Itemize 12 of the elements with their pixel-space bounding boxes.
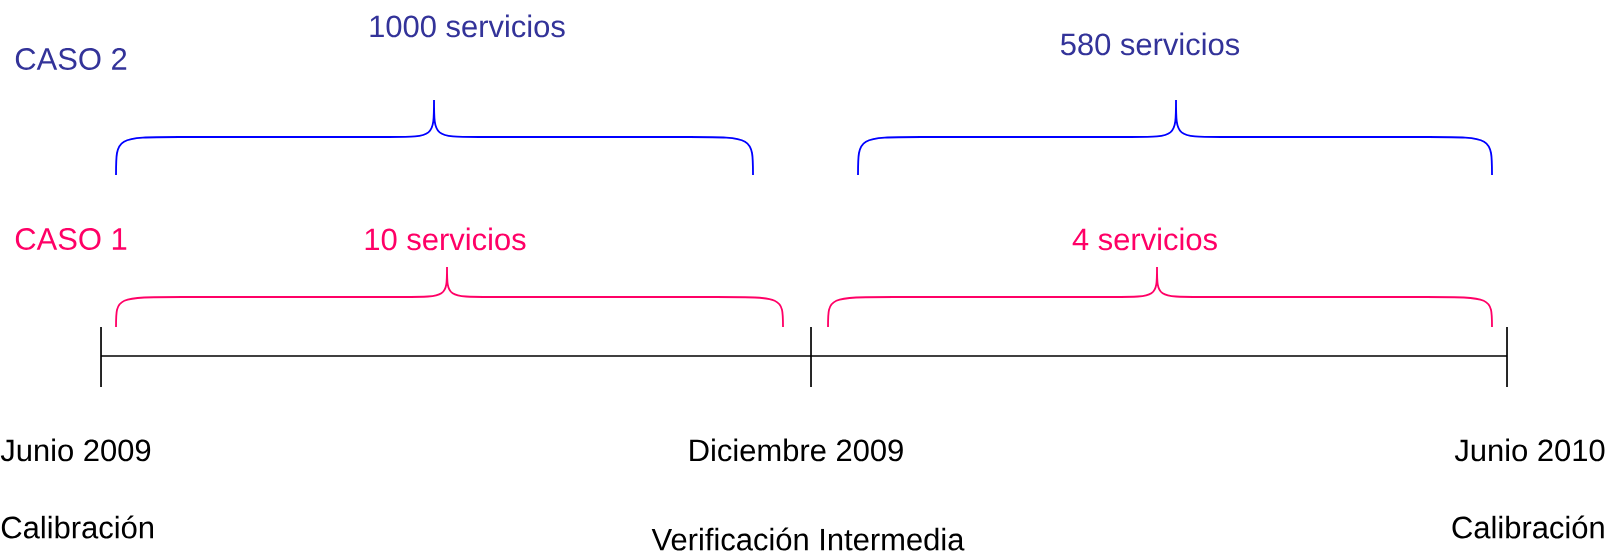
count-label: 580 servicios	[1060, 32, 1240, 56]
event-label: Verificación Intermedia	[651, 527, 965, 551]
date-label: Junio 2009	[0, 438, 151, 462]
event-label: Calibración	[1452, 515, 1604, 539]
count-label: 4 servicios	[1072, 227, 1217, 251]
case-label: CASO 2	[15, 48, 127, 70]
count-label: 10 servicios	[365, 227, 526, 251]
date-label: Diciembre 2009	[690, 438, 903, 462]
case-label: CASO 1	[15, 228, 127, 250]
event-label: Calibración	[1, 515, 153, 539]
count-label: 1000 servicios	[370, 14, 565, 38]
date-label: Junio 2010	[1454, 438, 1605, 462]
